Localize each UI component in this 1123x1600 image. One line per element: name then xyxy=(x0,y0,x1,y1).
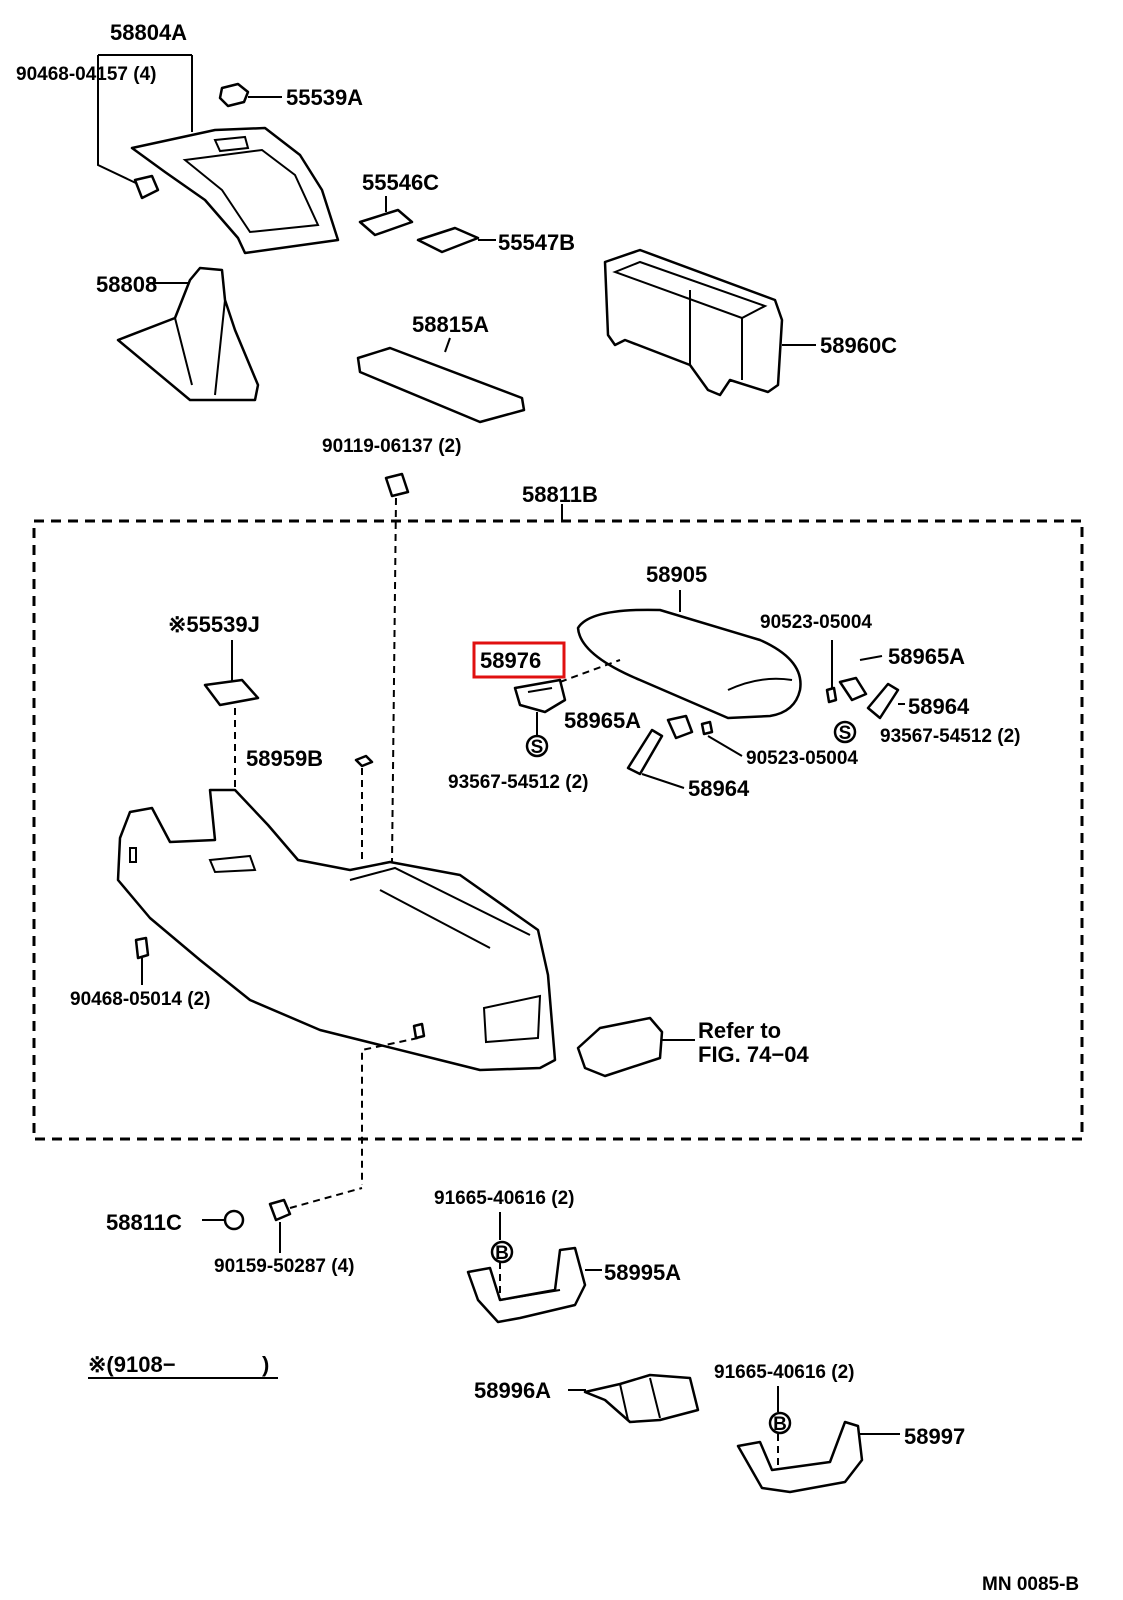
part-90159-50287-screw xyxy=(268,1187,363,1253)
label-90159-50287: 90159-50287 (4) xyxy=(214,1256,355,1277)
part-55539J-button xyxy=(203,640,260,855)
svg-text:B: B xyxy=(773,1414,787,1435)
part-90523-05004-spring-upper xyxy=(825,640,838,704)
part-58996A-bracket xyxy=(568,1373,700,1424)
label-90523-05004-upper: 90523-05004 xyxy=(760,612,872,633)
circle-s-symbol-right: S xyxy=(833,720,857,744)
label-58965A-right: 58965A xyxy=(888,644,965,669)
label-55539J: ※55539J xyxy=(168,612,260,637)
part-58965A-clip-right xyxy=(838,655,883,702)
part-90468-05014-clip xyxy=(134,936,150,985)
part-58964-lever-right xyxy=(866,682,905,720)
part-55547B-cap xyxy=(416,226,496,254)
part-console-bolt-marker xyxy=(361,1022,426,1185)
label-55547B: 55547B xyxy=(498,230,575,255)
label-58811B: 58811B xyxy=(522,482,598,507)
circle-b-symbol-lower: B xyxy=(768,1411,792,1435)
label-93567-54512-right: 93567-54512 (2) xyxy=(880,726,1021,747)
label-55539A: 55539A xyxy=(286,85,363,110)
label-58964-right: 58964 xyxy=(908,694,970,719)
label-58995A: 58995A xyxy=(604,1260,681,1285)
label-58804A: 58804A xyxy=(110,20,187,45)
part-55539A-button xyxy=(218,82,282,108)
label-90468-05014: 90468-05014 (2) xyxy=(70,989,211,1010)
svg-text:S: S xyxy=(839,723,852,744)
label-58965A-left: 58965A xyxy=(564,708,641,733)
label-fig-74-04: FIG. 74−04 xyxy=(698,1042,809,1067)
label-58997: 58997 xyxy=(904,1424,965,1449)
label-58811C: 58811C xyxy=(106,1210,182,1235)
svg-text:B: B xyxy=(495,1243,509,1264)
circle-s-symbol-left: S xyxy=(525,734,549,758)
label-note: ※(9108− xyxy=(88,1352,176,1377)
circle-b-symbol-upper: B xyxy=(490,1240,514,1264)
part-58804A-panel xyxy=(130,126,340,255)
label-58976: 58976 xyxy=(480,648,541,673)
label-note-close: ) xyxy=(262,1352,269,1377)
label-refer-to: Refer to xyxy=(698,1018,781,1043)
highlight-58976 xyxy=(472,641,566,679)
part-58964-lever-left xyxy=(626,728,685,789)
part-58808-boot xyxy=(116,266,260,402)
leader-58804A xyxy=(97,54,193,186)
label-58996A: 58996A xyxy=(474,1378,551,1403)
svg-text:S: S xyxy=(531,737,544,758)
label-90523-05004-lower: 90523-05004 xyxy=(746,748,858,769)
part-58995A-bracket xyxy=(466,1212,602,1324)
part-58976-hinge xyxy=(513,678,567,735)
label-93567-54512-left: 93567-54512 (2) xyxy=(448,772,589,793)
label-90119-06137: 90119-06137 (2) xyxy=(322,436,461,457)
label-91665-40616-lower: 91665-40616 (2) xyxy=(714,1362,855,1383)
label-58808: 58808 xyxy=(96,272,157,297)
label-91665-40616-upper: 91665-40616 (2) xyxy=(434,1188,575,1209)
part-58905-armrest xyxy=(576,590,802,720)
label-58960C: 58960C xyxy=(820,333,897,358)
part-58960C-tray xyxy=(603,248,816,397)
part-58811C-cap xyxy=(202,1209,245,1231)
label-58815A: 58815A xyxy=(412,312,489,337)
label-55546C: 55546C xyxy=(362,170,439,195)
part-fig-74-04-pocket xyxy=(576,1016,695,1078)
label-58905: 58905 xyxy=(646,562,707,587)
part-58997-bracket xyxy=(736,1386,900,1494)
part-58815A-mat xyxy=(356,337,526,424)
label-90468-04157: 90468-04157 (4) xyxy=(16,64,157,85)
leader-58976-dash xyxy=(559,659,621,683)
label-58964-left: 58964 xyxy=(688,776,750,801)
label-58959B: 58959B xyxy=(246,746,323,771)
part-58965A-clip-left xyxy=(666,714,694,740)
part-55546C-cap xyxy=(358,196,414,237)
part-90523-05004-spring-lower xyxy=(700,720,743,757)
part-90119-06137-bolt xyxy=(384,472,410,863)
part-58959B-pad xyxy=(354,754,374,860)
label-diagram-code: MN 0085-B xyxy=(982,1574,1079,1595)
part-90468-04157-clip xyxy=(133,174,160,200)
part-58811B-console-box xyxy=(116,788,557,1072)
